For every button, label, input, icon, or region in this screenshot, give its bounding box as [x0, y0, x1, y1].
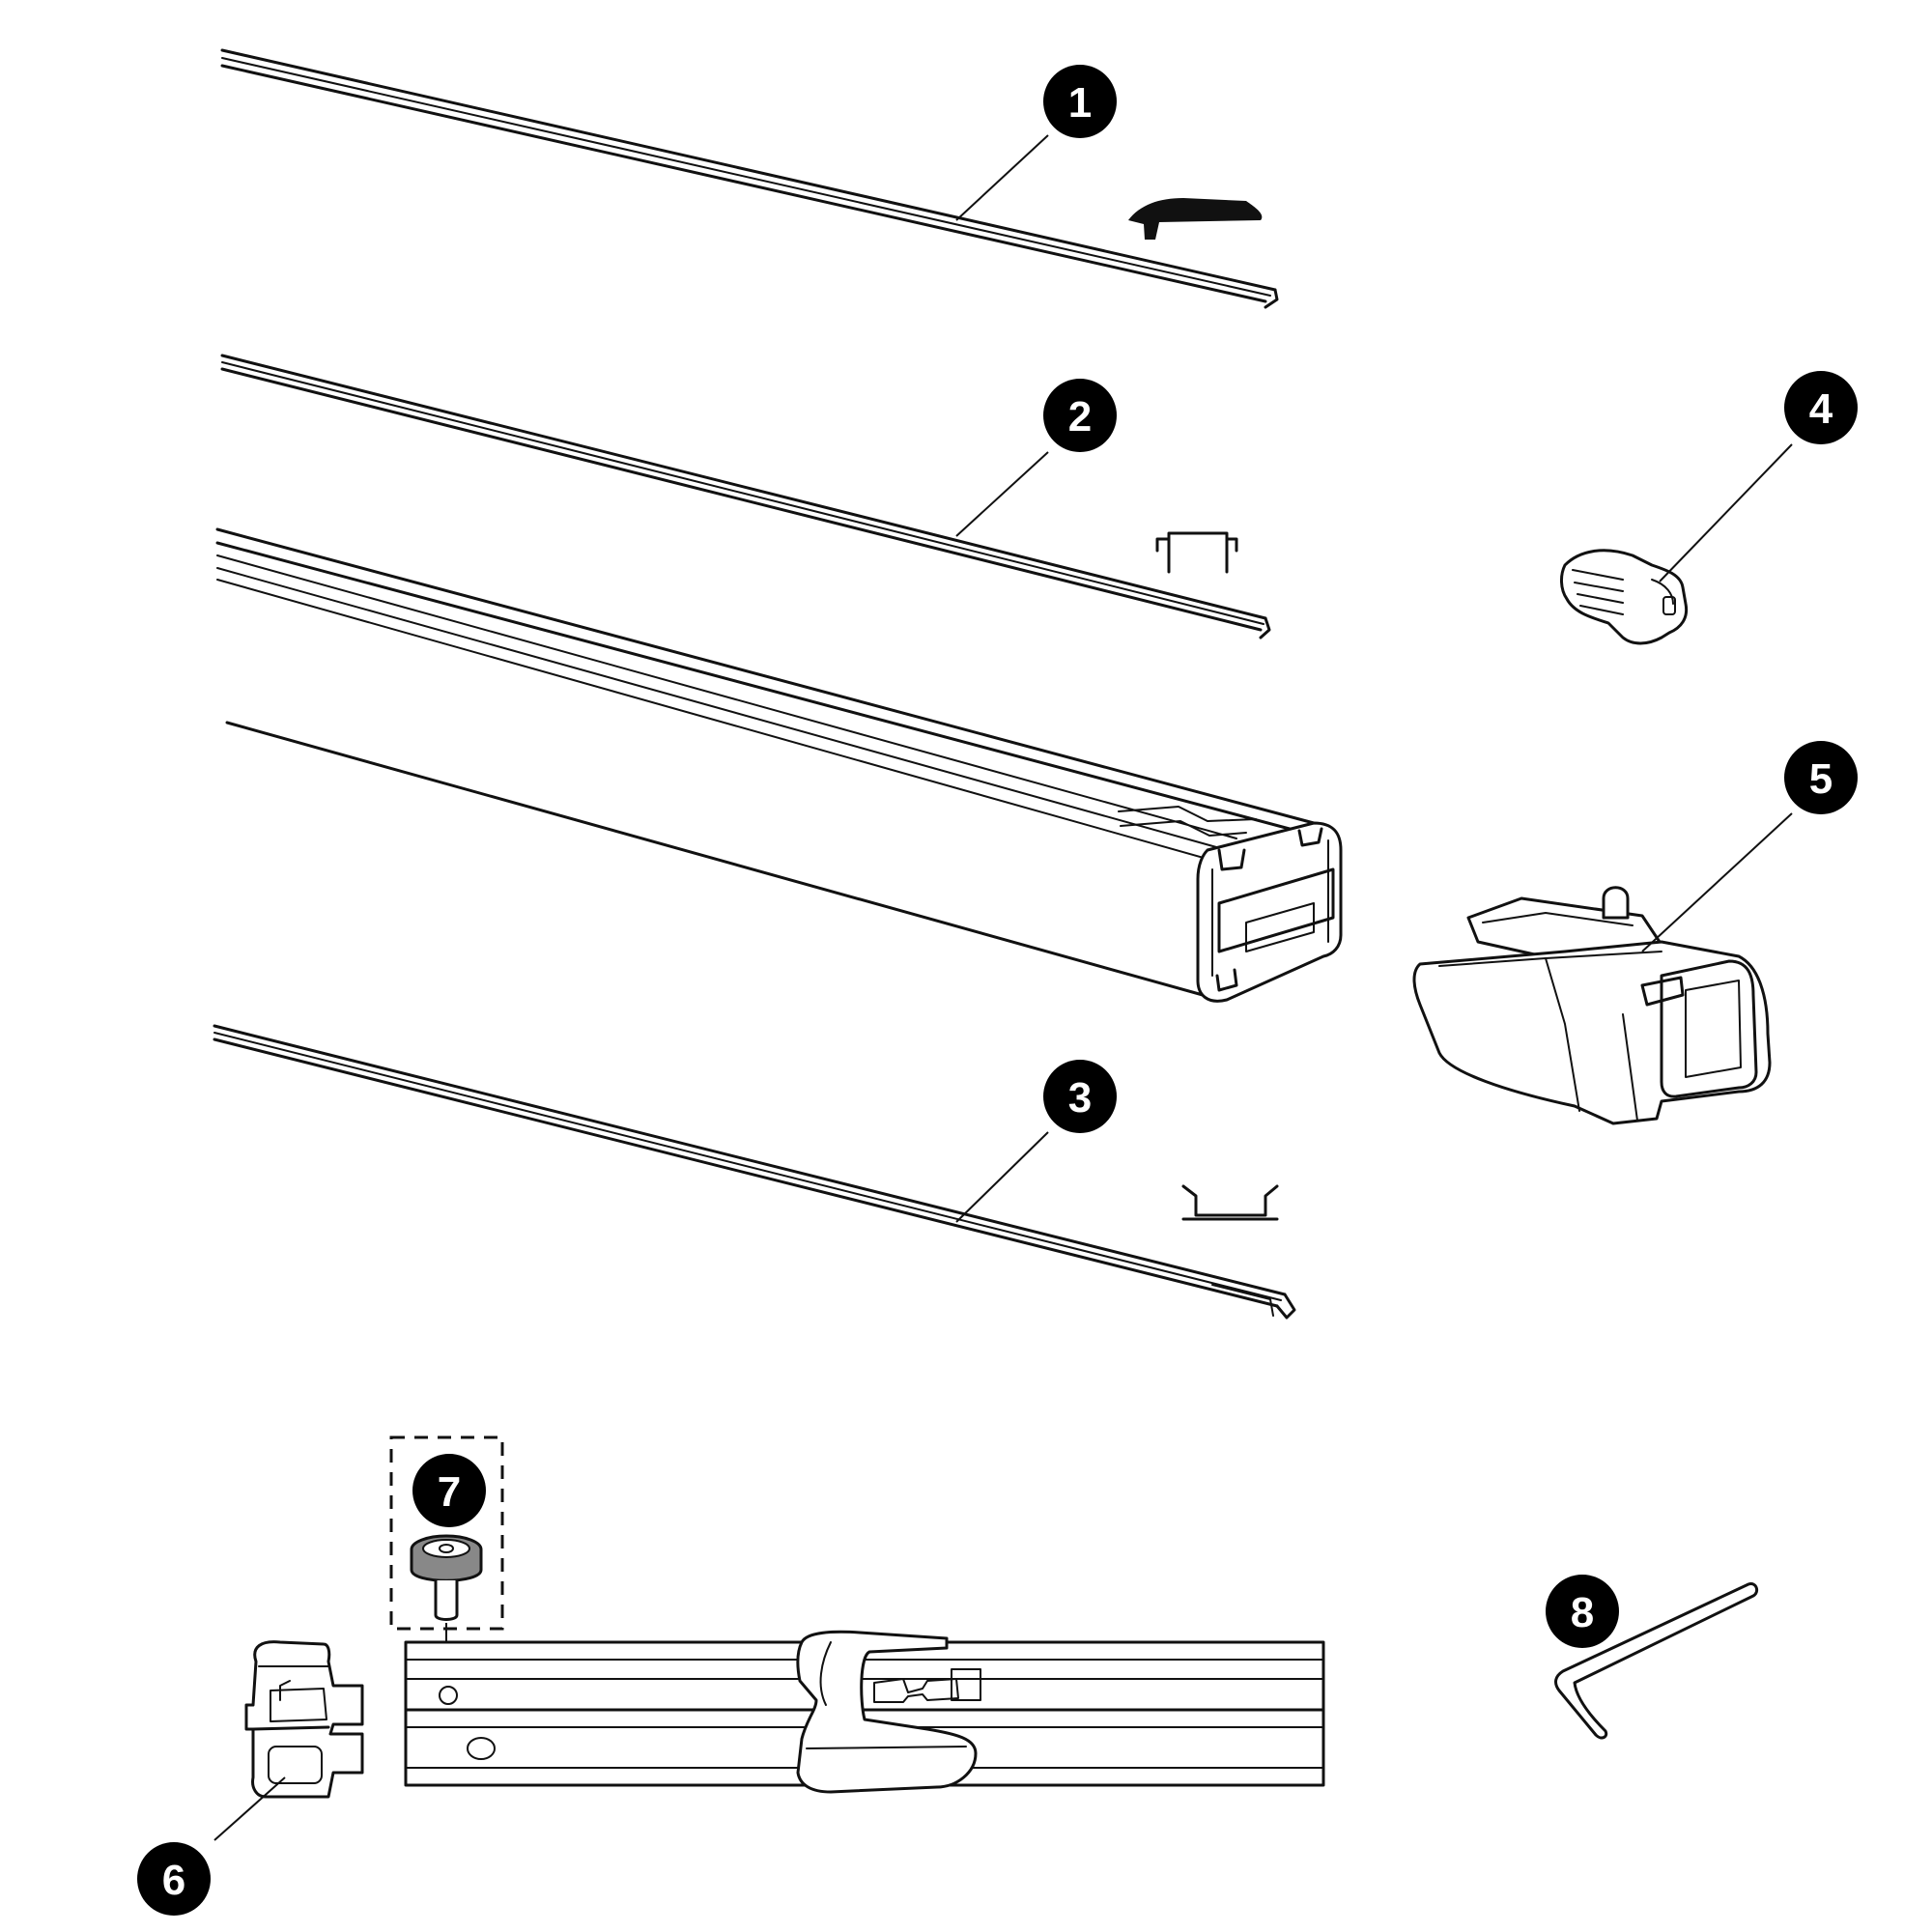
part-2-profile [1155, 531, 1238, 574]
callout-6: 6 [137, 1842, 211, 1916]
callout-2: 2 [1043, 379, 1117, 452]
part-3-profile [1181, 1184, 1279, 1221]
callout-8: 8 [1546, 1575, 1619, 1648]
part-1-cover-strip [220, 48, 1279, 309]
part-5-foot-body [1412, 886, 1772, 1125]
part-6-end-clip [244, 1640, 364, 1799]
svg-text:1: 1 [1068, 79, 1092, 127]
callout-1: 1 [1043, 65, 1117, 138]
part-7-bolt [389, 1435, 504, 1686]
leader-4 [1659, 443, 1793, 582]
callout-3: 3 [1043, 1060, 1117, 1133]
leader-2 [955, 451, 1049, 537]
svg-text:2: 2 [1068, 393, 1092, 440]
leader-3 [955, 1131, 1049, 1223]
slot-hole [467, 1737, 496, 1760]
svg-text:8: 8 [1571, 1589, 1594, 1636]
svg-text:4: 4 [1809, 385, 1833, 433]
part-3-lower-strip [213, 1024, 1296, 1320]
callout-7: 7 [412, 1454, 486, 1527]
leader-6 [213, 1776, 286, 1841]
part-1-profile [1128, 198, 1263, 240]
callout-4: 4 [1784, 371, 1858, 444]
callout-5: 5 [1784, 741, 1858, 814]
part-4-end-cap [1560, 549, 1689, 645]
part-2-rubber-strip [220, 354, 1271, 639]
leader-1 [955, 134, 1049, 221]
svg-text:5: 5 [1809, 755, 1833, 803]
svg-text:6: 6 [162, 1857, 185, 1904]
lower-bar-assembly [404, 1630, 1325, 1794]
bolt-hole [439, 1686, 458, 1705]
leader-5 [1641, 812, 1793, 952]
svg-text:7: 7 [438, 1468, 461, 1516]
svg-text:3: 3 [1068, 1074, 1092, 1122]
main-bar-profile [215, 527, 1343, 1003]
part-8-hex-key [1554, 1582, 1759, 1740]
